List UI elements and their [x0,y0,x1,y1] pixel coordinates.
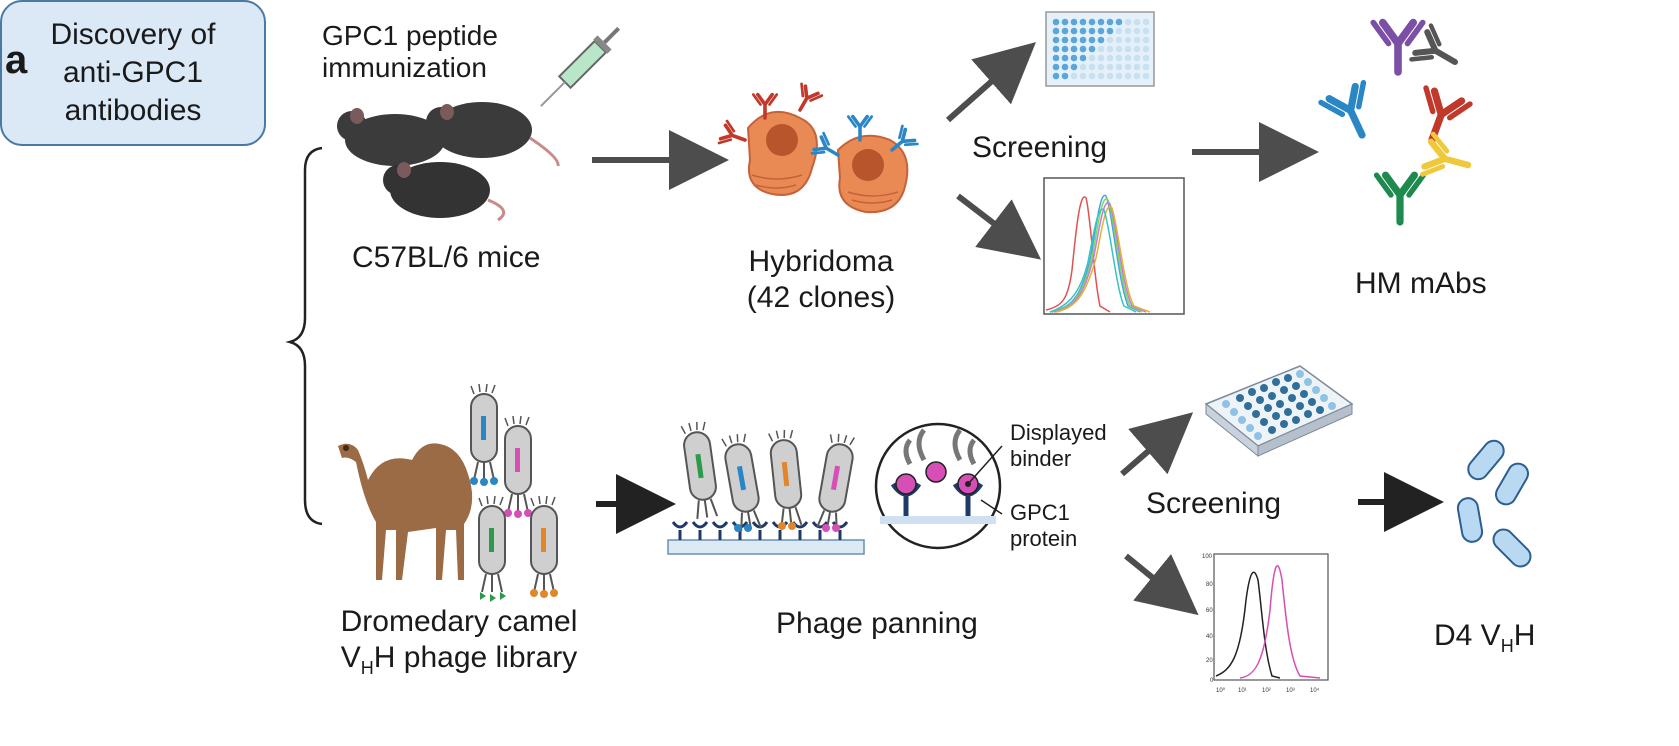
hybridoma-line-1: Hybridoma [748,245,894,278]
hm-mabs-label: HM mAbs [1355,267,1487,300]
phage-panning-label: Phage panning [776,607,978,640]
hybridoma-cell-icon [717,82,920,214]
svg-text:10⁰: 10⁰ [1216,687,1226,694]
svg-text:40: 40 [1206,634,1213,640]
svg-text:20: 20 [1206,658,1213,664]
mice-label: C57BL/6 mice [352,241,541,274]
discovery-line-3: antibodies [64,94,202,127]
gpc1-line-2: protein [1010,526,1078,551]
arrow-to-flow-top [956,193,1042,260]
svg-text:100: 100 [1202,554,1213,560]
svg-text:10¹: 10¹ [1238,688,1247,694]
histogram-icon [1043,177,1185,315]
immunization-line-2: immunization [322,52,487,83]
panning-plate [667,419,865,555]
mouse-icon [337,102,560,222]
binder-line-2: binder [1010,446,1072,471]
svg-text:10⁴: 10⁴ [1310,687,1320,694]
svg-text:80: 80 [1206,582,1213,588]
svg-text:60: 60 [1206,608,1213,614]
well-plate-icon [1204,365,1354,458]
library-line-2: VHH phage library [340,641,578,678]
branch-bracket [285,146,323,526]
binding-zoom-icon [874,422,1003,550]
hybridoma-line-2: (42 clones) [746,281,896,314]
arrow-to-flow-bottom [1124,553,1199,616]
arrow-to-elisa-top [946,42,1036,123]
svg-text:10³: 10³ [1286,688,1295,694]
gpc1-line-1: GPC1 [1010,500,1070,525]
svg-text:10²: 10² [1262,688,1271,694]
immunization-label: GPC1 peptide immunization [322,20,498,84]
screening-label-bottom: Screening [1146,487,1282,520]
phage-icon [470,383,558,602]
discovery-line-2: anti-GPC1 [62,56,204,89]
phage-library-label: Dromedary camel VHH phage library [334,604,584,686]
library-line-1: Dromedary camel [340,605,578,638]
d4-vhh-label: D4 VHH [1434,619,1536,656]
arrow-to-elisa-bottom [1120,412,1194,477]
svg-text:0: 0 [1210,678,1214,684]
displayed-binder-label: Displayed binder [1010,420,1107,472]
syringe-icon [540,26,621,107]
antibody-icon [1321,23,1473,222]
discovery-line-1: Discovery of [50,18,216,51]
screening-label-top: Screening [972,131,1108,164]
nanobody-icon [1456,439,1532,568]
discovery-box: Discovery of anti-GPC1 antibodies [0,0,266,146]
immunization-line-1: GPC1 peptide [322,20,498,51]
gpc1-protein-label: GPC1 protein [1010,500,1077,552]
panel-label: a [5,38,28,82]
hybridoma-label: Hybridoma (42 clones) [736,244,906,316]
histogram-icon: 100 80 60 40 20 0 10⁰ 10¹ 10² 10³ 10⁴ [1202,553,1329,694]
well-plate-icon [1045,11,1155,87]
binder-line-1: Displayed [1010,420,1107,445]
camel-icon [338,443,473,580]
